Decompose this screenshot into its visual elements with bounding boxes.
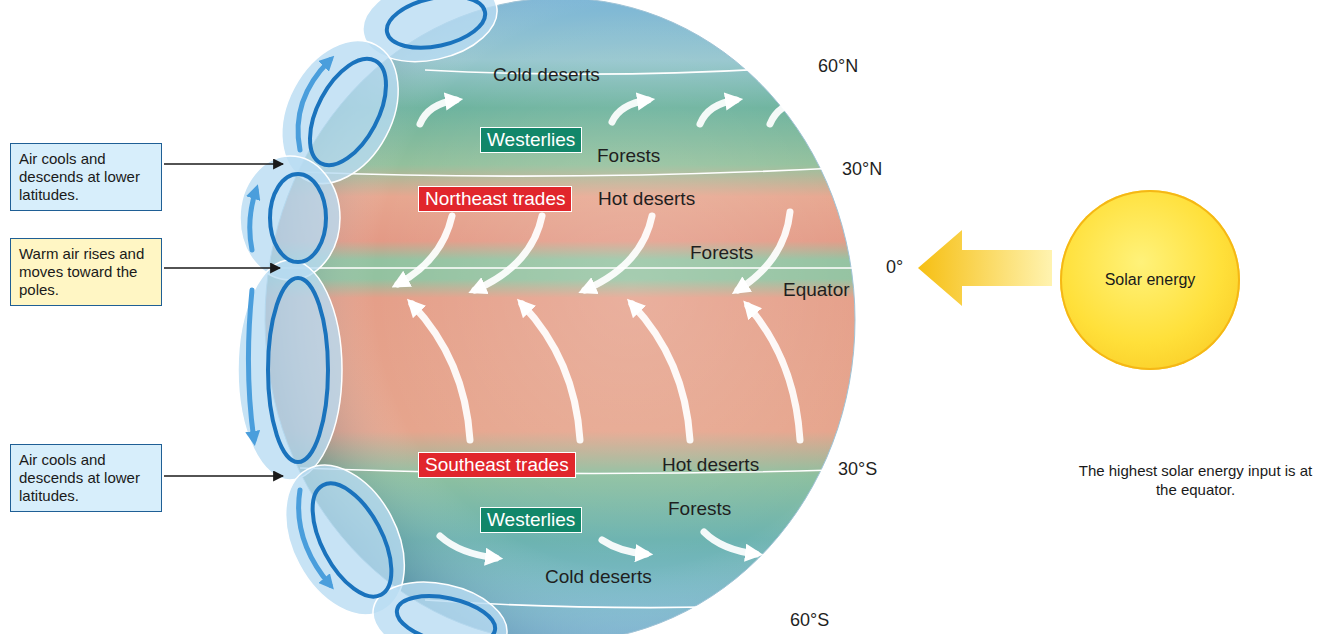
wind-arrow	[522, 304, 580, 440]
wind-arrow	[704, 532, 756, 554]
wind-arrow	[475, 216, 542, 290]
latitude-label: 0°	[886, 257, 903, 278]
cell-loop	[393, 588, 500, 634]
callout-box: Air cools and descends at lower latitude…	[10, 143, 162, 211]
flow-arrow	[298, 60, 330, 150]
flow-arrow	[248, 290, 254, 440]
flow-arrow	[250, 190, 256, 250]
wind-arrow	[700, 100, 736, 124]
node-text: Air cools and descends at lower latitude…	[19, 150, 153, 204]
callout-box: Warm air rises and moves toward the pole…	[10, 238, 162, 306]
wind-label: Westerlies	[480, 507, 582, 533]
biome-label: Forests	[690, 242, 753, 264]
wind-arrow	[792, 526, 828, 544]
wind-arrow	[398, 216, 452, 284]
wind-arrow	[585, 216, 652, 290]
latitude-line	[425, 66, 812, 74]
wind-arrow	[770, 100, 804, 124]
latitude-line	[266, 267, 880, 269]
caption-note: The highest solar energy input is at the…	[1078, 462, 1313, 500]
latitude-label: 30°N	[842, 159, 882, 180]
callout-box: Air cools and descends at lower latitude…	[10, 444, 162, 512]
biome-label: Forests	[668, 498, 731, 520]
node-text: Solar energy	[1105, 271, 1196, 289]
cell-loop	[382, 0, 490, 56]
cell-outer	[240, 156, 340, 280]
biome-label: Cold deserts	[545, 566, 652, 588]
wind-label: Westerlies	[480, 127, 582, 153]
cell-loop	[268, 278, 328, 462]
wind-arrow	[632, 304, 690, 440]
cell-loop	[294, 47, 401, 178]
cell-loop	[270, 174, 326, 262]
biome-label: Hot deserts	[598, 188, 695, 210]
flow-arrow	[299, 490, 330, 585]
latitude-label: Equator	[783, 279, 850, 301]
node-text: Southeast trades	[425, 454, 569, 476]
sun-circle: Solar energy	[1060, 190, 1240, 370]
wind-arrow	[602, 540, 646, 554]
node-text: Air cools and descends at lower latitude…	[19, 451, 153, 505]
cell-outer	[366, 571, 515, 634]
wind-label: Southeast trades	[418, 452, 576, 478]
node-text: Northeast trades	[425, 188, 565, 210]
leader-arrows	[164, 164, 283, 476]
leader-arrow	[164, 163, 283, 165]
latitude-label: 60°N	[818, 56, 858, 77]
wind-arrow	[748, 306, 800, 440]
biome-label: Hot deserts	[662, 454, 759, 476]
node-text: Westerlies	[487, 129, 575, 151]
wind-label: Northeast trades	[418, 186, 572, 212]
biome-label: Cold deserts	[493, 64, 600, 86]
node-text: Warm air rises and moves toward the pole…	[19, 245, 153, 299]
latitude-label: 60°S	[790, 610, 829, 631]
latitude-line	[300, 168, 838, 176]
solar-arrow	[918, 230, 1052, 306]
leader-arrow	[164, 267, 280, 269]
latitude-label: 30°S	[838, 459, 877, 480]
cell-outer	[238, 260, 342, 480]
wind-arrows	[398, 100, 828, 558]
leader-arrow	[164, 475, 283, 477]
cell-loop	[296, 471, 407, 609]
wind-arrow	[420, 100, 456, 124]
node-text: Westerlies	[487, 509, 575, 531]
wind-arrow	[412, 304, 470, 440]
biome-label: Forests	[597, 145, 660, 167]
wind-arrow	[612, 100, 648, 122]
wind-arrow	[440, 536, 496, 558]
circulation-cells	[238, 0, 514, 634]
